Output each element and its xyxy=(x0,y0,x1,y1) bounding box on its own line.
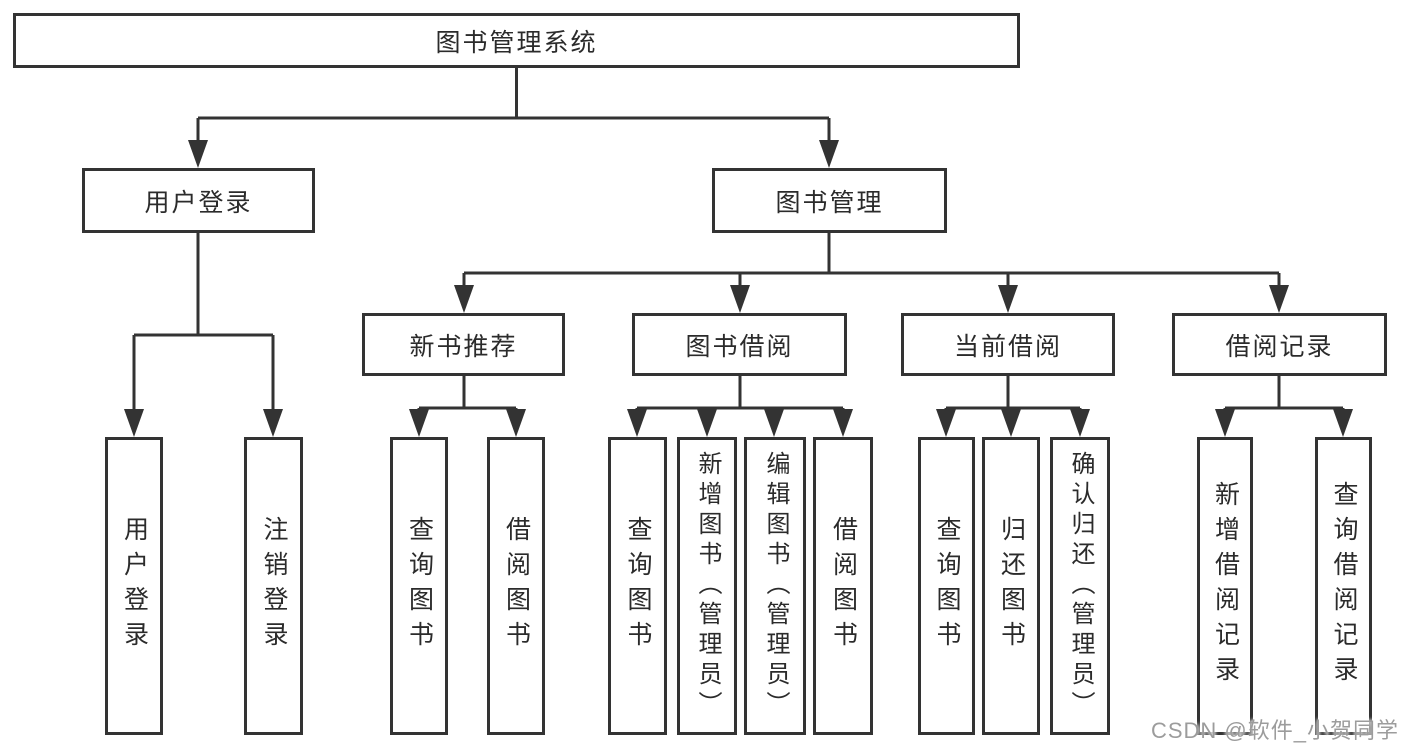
leaf-logout-label: 注销登录 xyxy=(260,516,288,656)
leaf-add-borrow-record-label: 新增借阅记录 xyxy=(1211,481,1240,691)
leaf-return-books: 归还图书 xyxy=(982,437,1040,735)
leaf-return-books-label: 归还图书 xyxy=(997,516,1026,656)
leaf-logout: 注销登录 xyxy=(244,437,303,735)
leaf-borrow-books-newbook-label: 借阅图书 xyxy=(502,516,531,656)
leaf-confirm-return-admin: 确认归还（管理员） xyxy=(1050,437,1110,735)
node-book-management: 图书管理 xyxy=(712,168,947,233)
leaf-query-books-newbook: 查询图书 xyxy=(390,437,448,735)
node-borrowing-records-label: 借阅记录 xyxy=(1225,332,1334,361)
leaf-query-borrow-record: 查询借阅记录 xyxy=(1315,437,1372,735)
node-user-login-label: 用户登录 xyxy=(144,188,253,217)
leaf-borrow-books-label: 借阅图书 xyxy=(829,516,858,656)
leaf-query-books-current-label: 查询图书 xyxy=(933,516,961,656)
leaf-user-login: 用户登录 xyxy=(105,437,163,735)
leaf-confirm-return-admin-label: 确认归还（管理员） xyxy=(1067,451,1094,721)
node-new-book-recommendation-label: 新书推荐 xyxy=(409,332,518,361)
leaf-borrow-books-newbook: 借阅图书 xyxy=(487,437,545,735)
arrowheads xyxy=(124,140,1353,437)
leaf-borrow-books: 借阅图书 xyxy=(813,437,873,735)
leaf-add-books-admin-label: 新增图书（管理员） xyxy=(694,451,721,721)
leaf-edit-books-admin-label: 编辑图书（管理员） xyxy=(762,451,789,721)
leaf-add-borrow-record: 新增借阅记录 xyxy=(1197,437,1253,735)
leaf-query-books-newbook-label: 查询图书 xyxy=(405,516,434,656)
leaf-edit-books-admin: 编辑图书（管理员） xyxy=(744,437,806,735)
node-book-borrowing: 图书借阅 xyxy=(632,313,847,376)
csdn-watermark: CSDN @软件_小贺同学 xyxy=(1150,718,1399,743)
node-root-label: 图书管理系统 xyxy=(435,28,598,57)
node-book-borrowing-label: 图书借阅 xyxy=(685,332,794,361)
node-book-management-label: 图书管理 xyxy=(775,188,884,217)
leaf-user-login-label: 用户登录 xyxy=(120,516,149,656)
leaf-query-books-borrowing: 查询图书 xyxy=(608,437,667,735)
node-user-login: 用户登录 xyxy=(82,168,315,233)
leaf-add-books-admin: 新增图书（管理员） xyxy=(677,437,737,735)
node-current-borrowing: 当前借阅 xyxy=(901,313,1115,376)
leaf-query-borrow-record-label: 查询借阅记录 xyxy=(1330,481,1358,691)
node-root: 图书管理系统 xyxy=(13,13,1020,68)
leaf-query-books-current: 查询图书 xyxy=(918,437,975,735)
node-current-borrowing-label: 当前借阅 xyxy=(953,332,1062,361)
node-borrowing-records: 借阅记录 xyxy=(1172,313,1387,376)
leaf-query-books-borrowing-label: 查询图书 xyxy=(624,516,652,656)
node-new-book-recommendation: 新书推荐 xyxy=(362,313,565,376)
connector-edges xyxy=(132,68,1345,413)
